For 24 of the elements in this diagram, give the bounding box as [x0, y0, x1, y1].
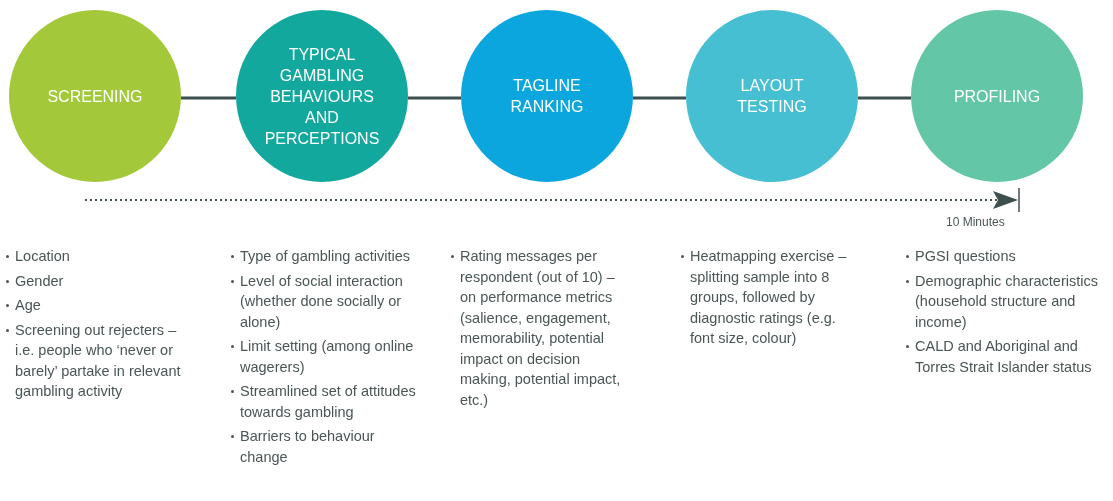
bullet-text: Level of social interaction (whether done socially or alone) [240, 272, 403, 330]
connector-line [858, 96, 911, 100]
bullet-text: Limit setting (among online wagerers) [240, 338, 414, 375]
bullet-text: Age [15, 297, 41, 313]
bullet-text: PGSI questions [915, 248, 1016, 264]
bullet-text: Streamlined set of attitudes towards gambling [240, 383, 416, 420]
bullet-text: CALD and Aboriginal and Torres Strait Islander status [915, 338, 1092, 375]
bullet-text: Location [15, 248, 70, 264]
stage-title: LAYOUT TESTING [736, 76, 808, 117]
bullet-text: Type of gambling activities [240, 248, 411, 264]
stage-title: TAGLINE RANKING [509, 76, 585, 117]
bullet-text: Rating messages per respondent (out of 10) – on performance metrics (salience, engagement, memorability, potential impact on decision making, potential impact, etc.) [460, 248, 621, 408]
bullet-text: Demographic characteristics (household structure and income) [915, 272, 1098, 330]
stage-title: TYPICAL GAMBLING BEHAVIOURS AND PERCEPTIONS [263, 44, 381, 149]
bullet-text: Heatmapping exercise – splitting sample into 8 groups, followed by diagnostic ratings (e.g. font size, colour) [690, 248, 847, 346]
stage-title: SCREENING [46, 86, 144, 107]
time-label: 10 Minutes [946, 215, 1005, 229]
bullet-text: Screening out rejecters – i.e. people who ‘never or barely’ partake in relevant gambling activity [15, 321, 181, 399]
stage-title: PROFILING [952, 86, 1042, 107]
connector-line [408, 96, 461, 100]
bullet-text: Gender [15, 272, 64, 289]
bullet-text: Barriers to behaviour change [240, 428, 375, 465]
connector-line [633, 96, 686, 100]
connector-line [181, 96, 236, 100]
